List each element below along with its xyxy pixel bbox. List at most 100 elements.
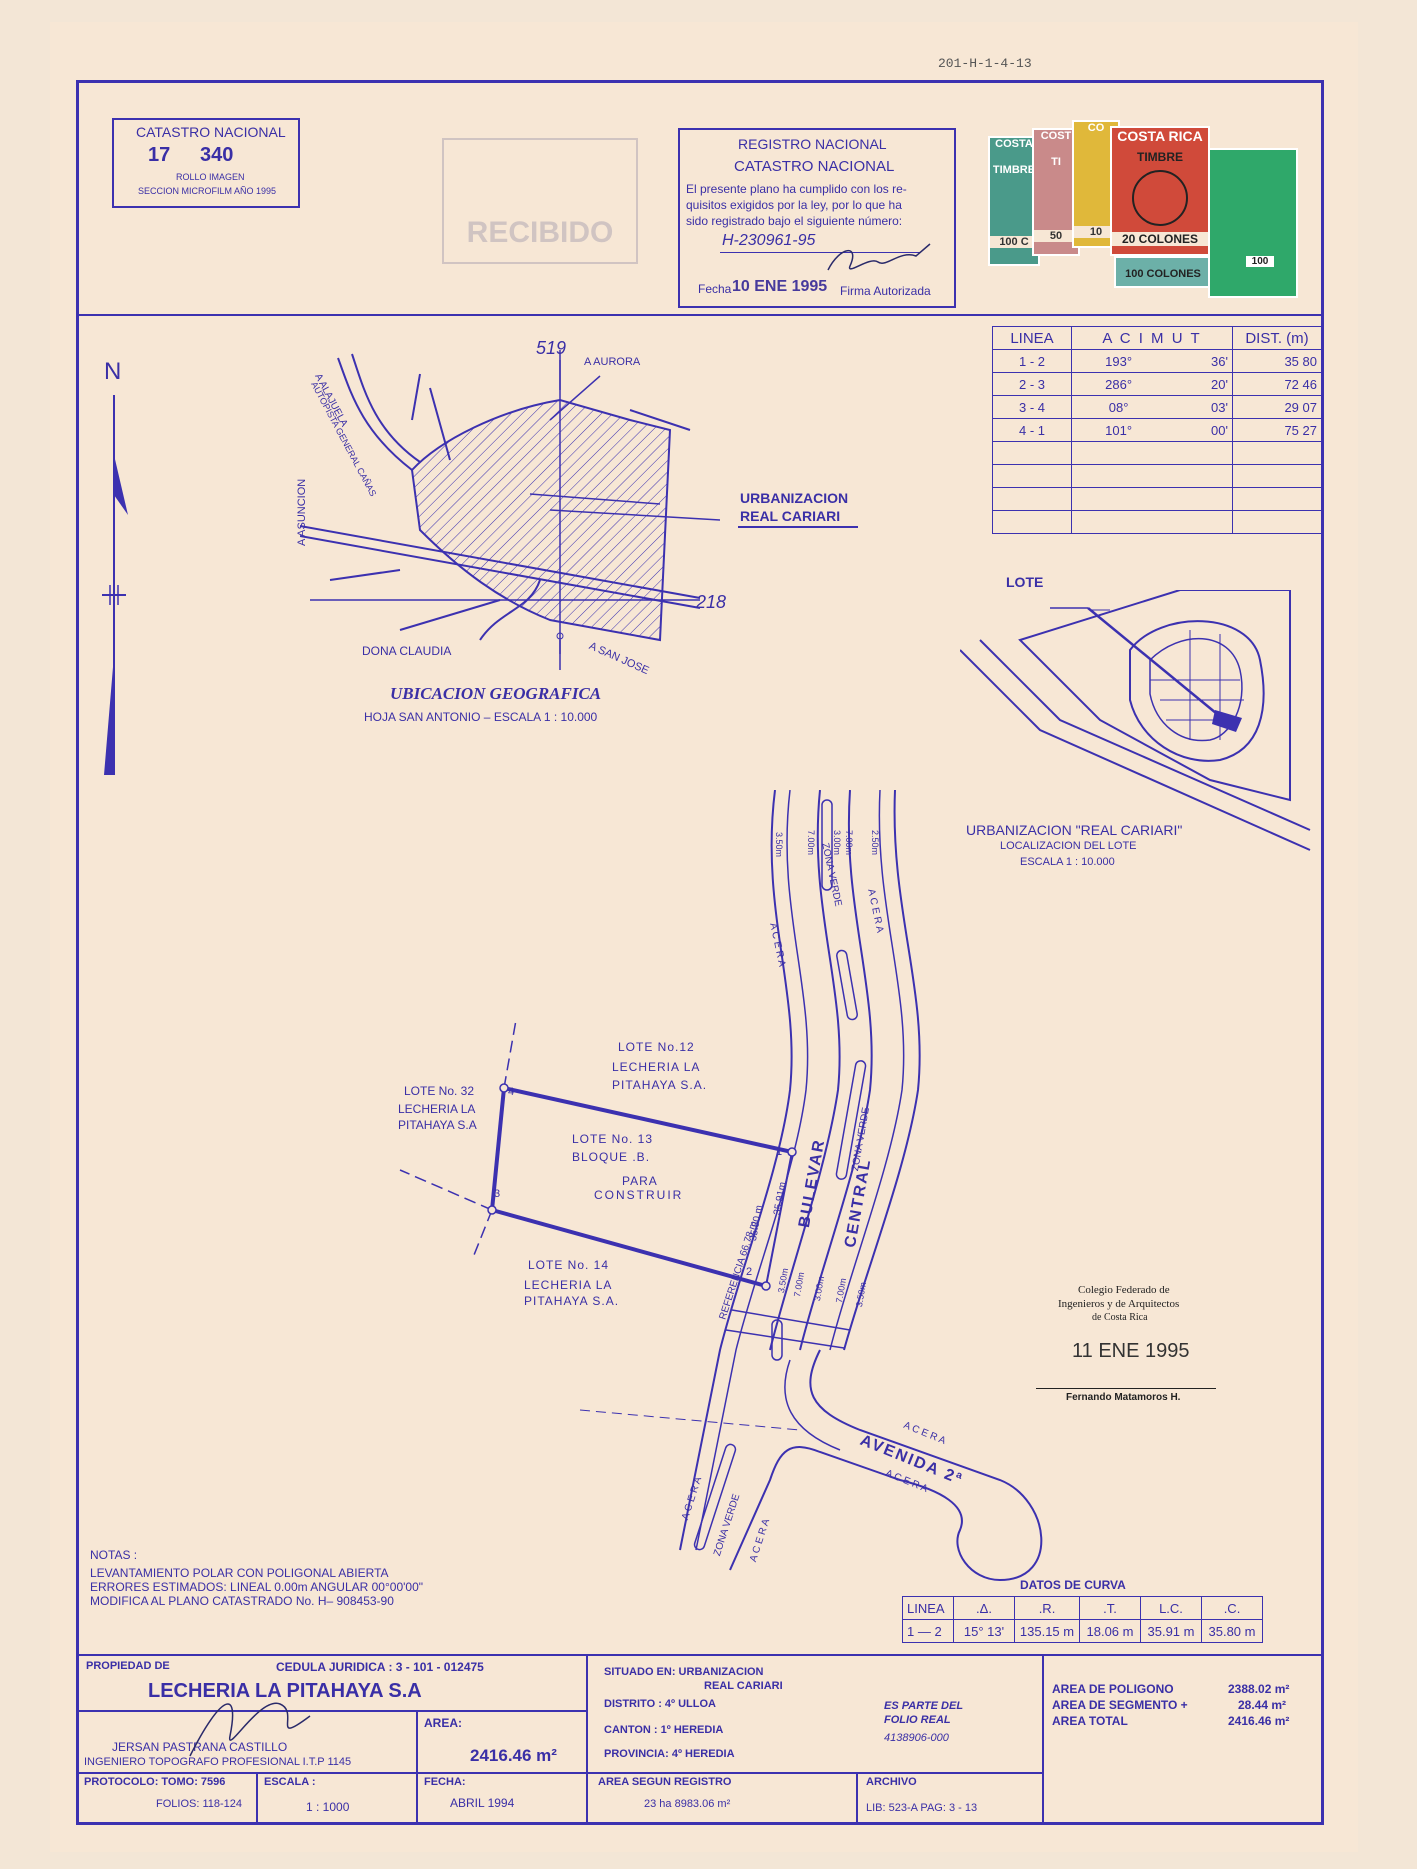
- engineer-signature: [189, 1702, 311, 1757]
- stamp-value: 100: [1246, 256, 1274, 267]
- table-cell: 286°: [1071, 372, 1166, 396]
- propiedad-label: PROPIEDAD DE: [86, 1660, 170, 1672]
- table-header: L.C.: [1140, 1596, 1202, 1620]
- north-arrow-icon: [102, 395, 128, 775]
- catastro-line2: SECCION MICROFILM AÑO 1995: [138, 186, 277, 196]
- table-cell: 193°: [1071, 349, 1166, 373]
- protocolo: PROTOCOLO: TOMO: 7596: [84, 1776, 226, 1788]
- stamp-value: 100 C: [990, 236, 1038, 248]
- registro-underline: [720, 252, 920, 253]
- registro-line3: sido registrado bajo el siguiente número…: [686, 214, 903, 228]
- escala-label: ESCALA :: [264, 1776, 316, 1788]
- archivo-value: LIB: 523-A PAG: 3 - 13: [866, 1802, 978, 1814]
- colegio-line3: de Costa Rica: [1092, 1312, 1148, 1323]
- table-cell: 08°: [1071, 395, 1166, 419]
- archivo-label: ARCHIVO: [866, 1776, 917, 1788]
- table-cell: 20': [1165, 372, 1234, 396]
- table-cell: 3 - 4: [992, 395, 1072, 419]
- table-cell: 4 - 1: [992, 418, 1072, 442]
- registro-title2: CATASTRO NACIONAL: [734, 158, 895, 175]
- localizacion-line3: ESCALA 1 : 10.000: [1020, 856, 1115, 868]
- table-cell: 101°: [1071, 418, 1166, 442]
- registro-box: [678, 128, 956, 308]
- stamp-word: TI: [1051, 156, 1061, 168]
- lote13-line2: BLOQUE .B.: [572, 1150, 651, 1164]
- lote13-line3: PARA: [622, 1174, 658, 1188]
- canton: CANTON : 1º HEREDIA: [604, 1724, 724, 1736]
- table-header: DIST. (m): [1232, 326, 1322, 350]
- lote-label: LOTE: [1006, 574, 1044, 590]
- localizacion-line2: LOCALIZACION DEL LOTE: [1000, 840, 1137, 852]
- catastro-number-b: 340: [200, 144, 234, 166]
- title-block-vdivider-4: [856, 1772, 858, 1825]
- title-block-divider-1: [76, 1710, 586, 1712]
- stamp-value: 20 COLONES: [1112, 232, 1208, 246]
- dim-350-top: 3.50m: [774, 832, 784, 858]
- notas-line1: LEVANTAMIENTO POLAR CON POLIGONAL ABIERT…: [90, 1566, 389, 1580]
- dim-700-top: 7.00m: [806, 830, 816, 856]
- table-cell: 75 27: [1232, 418, 1322, 442]
- area-value: 2416.46 m²: [470, 1746, 557, 1765]
- table-header: .T.: [1079, 1596, 1141, 1620]
- table-row: 3 - 4 08° 03' 29 07: [992, 395, 1322, 419]
- curva-table: LINEA .Δ. .R. .T. L.C. .C. 1 — 2 15° 13'…: [902, 1596, 1263, 1643]
- table-cell: 03': [1165, 395, 1234, 419]
- dim-250-top: 2.50m: [870, 830, 880, 856]
- title-block-vdivider-5: [1042, 1654, 1044, 1825]
- catastro-line1: ROLLO IMAGEN: [176, 172, 245, 182]
- point-3: 3: [494, 1188, 501, 1200]
- dim-700-top2: 7.00m: [844, 830, 854, 856]
- grid-label-top: 519: [536, 338, 567, 358]
- owner-name: LECHERIA LA PITAHAYA S.A: [148, 1680, 422, 1702]
- lote14-line2: LECHERIA LA: [524, 1278, 613, 1292]
- title-block-divider-2: [76, 1772, 1042, 1774]
- lote12-line3: PITAHAYA S.A.: [612, 1078, 708, 1092]
- lote14-line1: LOTE No. 14: [528, 1258, 610, 1272]
- table-cell: 35.80 m: [1201, 1619, 1263, 1643]
- notas-line3: MODIFICA AL PLANO CATASTRADO No. H– 9084…: [90, 1594, 394, 1608]
- catastro-title: CATASTRO NACIONAL: [136, 124, 286, 140]
- table-cell: 135.15 m: [1014, 1619, 1080, 1643]
- point-4: 4: [508, 1086, 515, 1098]
- lot-plan-drawing: [399, 790, 1043, 1582]
- engineer-name: JERSAN PASTRANA CASTILLO: [112, 1740, 288, 1754]
- cedula-juridica: CEDULA JURIDICA : 3 - 101 - 012475: [276, 1660, 484, 1674]
- drawing-frame: [76, 80, 1324, 1825]
- stamp-brand: COSTA RICA: [1117, 128, 1203, 144]
- stamp-brand: COSTA: [995, 138, 1033, 150]
- table-header: .Δ.: [953, 1596, 1015, 1620]
- table-header: LINEA: [992, 326, 1072, 350]
- registro-firma-label: Firma Autorizada: [840, 284, 931, 298]
- table-cell: 36': [1165, 349, 1234, 373]
- table-row: LINEA A C I M U T DIST. (m): [992, 326, 1322, 350]
- registro-fecha-label: Fecha: [698, 282, 732, 296]
- grid-label-right: 218: [696, 592, 727, 612]
- table-row: [992, 487, 1322, 511]
- title-block-vdivider-3: [586, 1654, 588, 1825]
- area-registro-label: AREA SEGUN REGISTRO: [598, 1776, 732, 1788]
- table-cell: 00': [1165, 418, 1234, 442]
- colegio-sig-line: [1036, 1388, 1216, 1389]
- title-block-vdivider-2: [256, 1772, 258, 1825]
- registro-line2: quisitos exigidos por la ley, por lo que…: [686, 198, 902, 212]
- table-cell: 35 80: [1232, 349, 1322, 373]
- stamp-value: 50: [1034, 230, 1078, 242]
- table-row: LINEA .Δ. .R. .T. L.C. .C.: [902, 1596, 1263, 1620]
- table-cell: 35.91 m: [1140, 1619, 1202, 1643]
- table-cell: 18.06 m: [1079, 1619, 1141, 1643]
- table-header: LINEA: [902, 1596, 954, 1620]
- table-row: 4 - 1 101° 00' 75 27: [992, 418, 1322, 442]
- label-dona-claudia: DONA CLAUDIA: [362, 644, 452, 658]
- colegio-date: 11 ENE 1995: [1072, 1340, 1190, 1362]
- stamp-20-colones: COSTA RICA TIMBRE 20 COLONES: [1110, 126, 1210, 256]
- table-row: 1 — 2 15° 13' 135.15 m 18.06 m 35.91 m 3…: [902, 1619, 1263, 1643]
- table-row: 2 - 3 286° 20' 72 46: [992, 372, 1322, 396]
- registro-number: H-230961-95: [722, 232, 816, 249]
- registro-signature: [827, 243, 931, 271]
- table-cell: 1 — 2: [902, 1619, 954, 1643]
- area-label: AREA:: [424, 1716, 462, 1730]
- area-total-label: AREA TOTAL: [1052, 1714, 1128, 1728]
- notas-line2: ERRORES ESTIMADOS: LINEAL 0.00m ANGULAR …: [90, 1580, 424, 1594]
- label-urb-1: URBANIZACION: [740, 490, 849, 506]
- title-block-top: [76, 1654, 1324, 1656]
